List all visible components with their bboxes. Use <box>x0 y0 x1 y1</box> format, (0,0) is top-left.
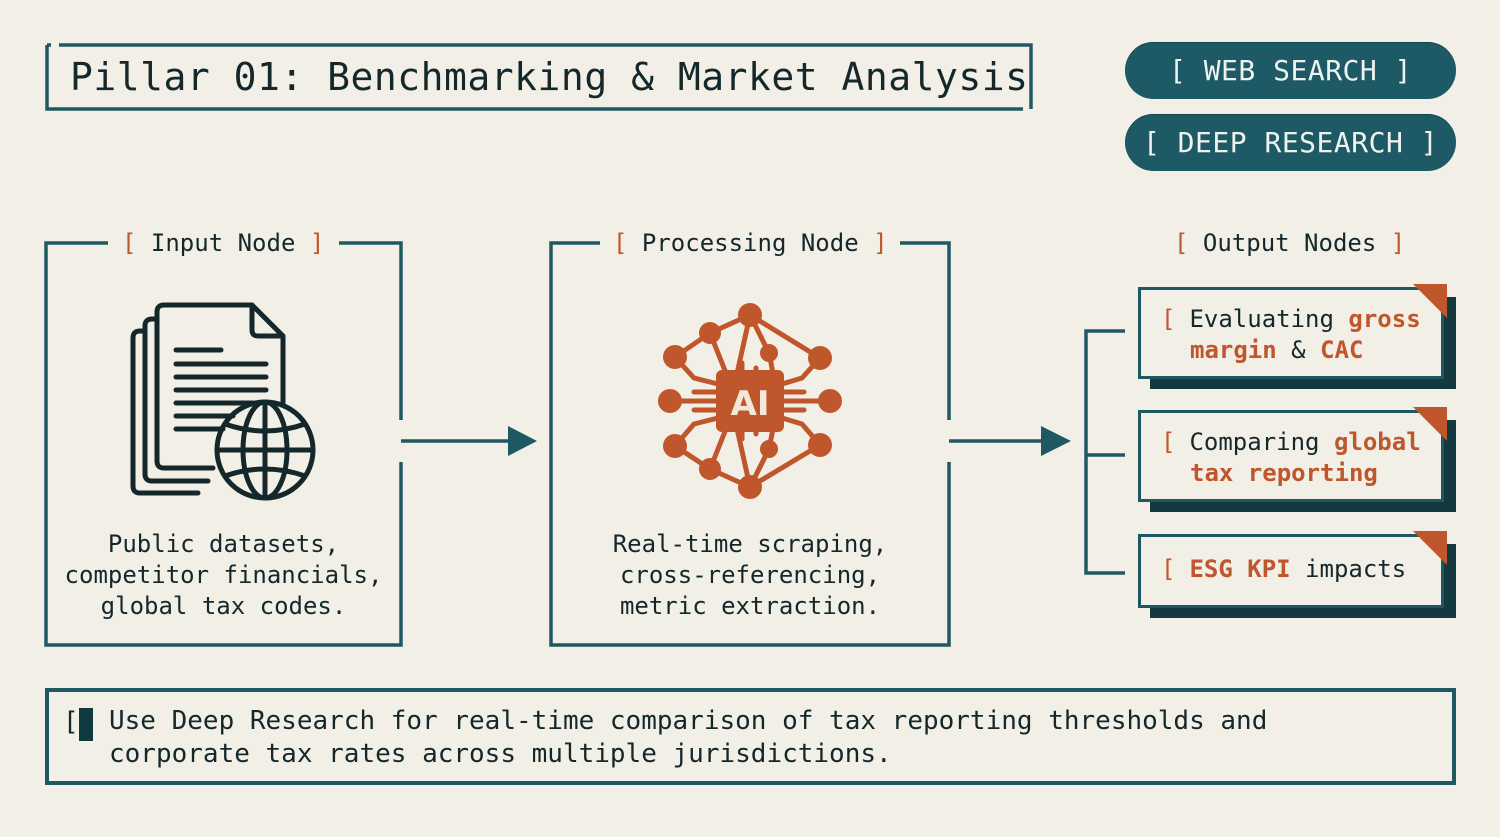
note-bracket: [ <box>63 707 79 737</box>
text-segment: Evaluating <box>1189 305 1349 333</box>
highlight-term: global <box>1333 428 1421 456</box>
processing-node-frame <box>549 241 951 647</box>
output-card-body: [ ESG KPI impacts <box>1138 534 1444 608</box>
arrow-head-icon <box>1041 426 1071 456</box>
highlight-term: CAC <box>1320 336 1364 364</box>
output-node-card[interactable]: [ Comparing global tax reporting <box>1138 407 1447 502</box>
bracket: [ <box>1161 428 1176 456</box>
note-box: [ Use Deep Research for real-time compar… <box>45 688 1456 785</box>
input-node-title: [ Input Node ] <box>122 229 325 257</box>
text-segment: impacts <box>1290 555 1407 583</box>
highlight-term: tax reporting <box>1190 459 1378 487</box>
text-segment: & <box>1276 336 1321 364</box>
output-card-text: [ Evaluating gross margin & CAC <box>1161 304 1421 366</box>
cursor-block-icon <box>79 708 93 741</box>
deep-research-button[interactable]: [ DEEP RESEARCH ] <box>1125 114 1456 171</box>
web-search-button[interactable]: [ WEB SEARCH ] <box>1125 42 1456 99</box>
output-card-text: [ Comparing global tax reporting <box>1161 427 1421 489</box>
highlight-term: margin <box>1190 336 1277 364</box>
output-card-text: [ ESG KPI impacts <box>1161 554 1406 585</box>
arrow-head-icon <box>508 426 537 456</box>
corner-flag-icon <box>1413 531 1447 565</box>
highlight-term: gross <box>1348 305 1421 333</box>
corner-flag-icon <box>1413 284 1447 318</box>
output-nodes-title: [ Output Nodes ] <box>1174 229 1406 257</box>
bracket: [ <box>1161 305 1176 333</box>
documents-globe-icon <box>130 302 316 501</box>
output-node-card[interactable]: [ ESG KPI impacts <box>1138 531 1447 608</box>
input-node-description: Public datasets, competitor financials, … <box>64 530 383 620</box>
corner-flag-icon <box>1413 407 1447 441</box>
output-node-card[interactable]: [ Evaluating gross margin & CAC <box>1138 284 1447 379</box>
note-text: Use Deep Research for real-time comparis… <box>109 706 1268 769</box>
processing-node-description: Real-time scraping, cross-referencing, m… <box>612 530 888 620</box>
processing-node-title: [ Processing Node ] <box>613 229 888 257</box>
output-card-body: [ Evaluating gross margin & CAC <box>1138 287 1444 379</box>
ai-chip-network-icon: AI <box>658 303 842 499</box>
output-card-body: [ Comparing global tax reporting <box>1138 410 1444 502</box>
ai-chip-label: AI <box>731 384 770 424</box>
bracket: [ <box>1161 555 1176 583</box>
highlight-term: ESG KPI <box>1189 555 1291 583</box>
page-title: Pillar 01: Benchmarking & Market Analysi… <box>70 55 1029 99</box>
title-box: Pillar 01: Benchmarking & Market Analysi… <box>45 43 1033 111</box>
input-node-frame <box>44 241 403 647</box>
title-frame <box>45 43 1033 111</box>
output-branch-connector <box>1084 329 1125 575</box>
text-segment: Comparing <box>1189 428 1334 456</box>
